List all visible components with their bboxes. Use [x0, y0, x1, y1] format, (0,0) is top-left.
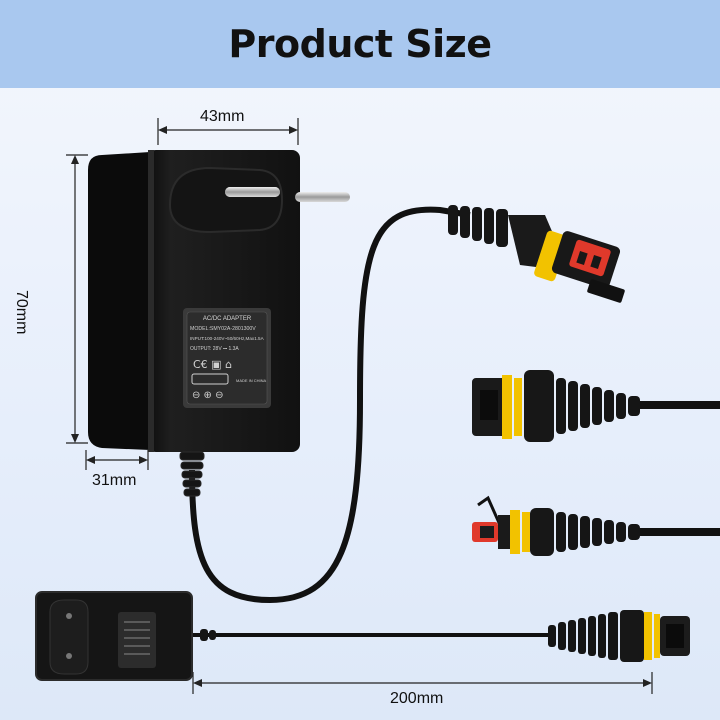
small-adapter [35, 591, 690, 681]
header-banner: Product Size [0, 0, 720, 88]
yellow-connector-lower [472, 495, 720, 556]
yellow-connector-middle [472, 370, 720, 442]
width-dimension-line [157, 118, 299, 145]
depth-label: 31mm [92, 472, 137, 489]
cable-length-label: 200mm [390, 690, 444, 707]
polarity-icon [191, 373, 229, 385]
label-output: OUTPUT: 28V ⎓ 1.3A [190, 346, 239, 352]
height-dimension-line [66, 154, 88, 444]
depth-dimension-line [85, 450, 149, 470]
width-label: 43mm [200, 108, 245, 125]
ce-mark-icon: C€ ▣ ⌂ [193, 358, 232, 371]
label-title: AC/DC ADAPTER [203, 316, 252, 322]
cable-length-dimension-line [192, 672, 653, 694]
main-cable [189, 206, 471, 604]
label-origin: MADE IN CHINA [236, 378, 267, 383]
height-label: 70mm [13, 290, 30, 335]
polarity-symbols-icon: ⊖ ⊕ ⊖ [192, 390, 224, 401]
label-input: INPUT:100-240V~50/60Hz,Max1.5A [190, 336, 265, 341]
red-connector-top [448, 205, 625, 303]
adapter-label: AC/DC ADAPTER MODEL:SMY02A-2801300V INPU… [183, 308, 271, 408]
page-title: Product Size [228, 22, 492, 66]
label-model: MODEL:SMY02A-2801300V [190, 326, 256, 332]
